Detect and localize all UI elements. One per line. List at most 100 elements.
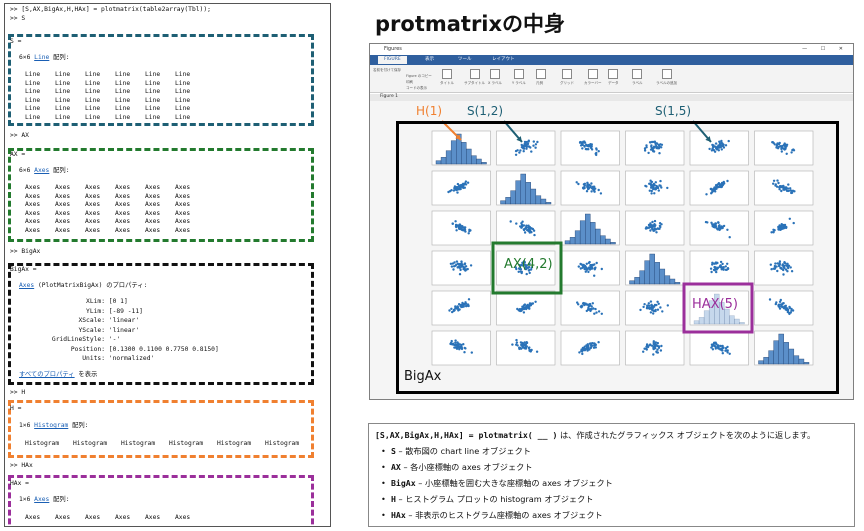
bigax-label: BigAx	[404, 369, 442, 384]
array-element: Axes	[115, 209, 131, 217]
property-value: '-'	[105, 336, 121, 343]
return-values-description: [S,AX,BigAx,H,HAx] = plotmatrix( __ ) は、…	[368, 423, 855, 527]
ribbon-button[interactable]: X ラベル	[488, 69, 502, 86]
array-element: Line	[85, 96, 101, 104]
ribbon-button[interactable]: 凡例	[536, 69, 546, 86]
ribbon-tab[interactable]: FIGURE	[378, 56, 407, 64]
property-row: YScale: 'linear'	[5, 327, 305, 336]
s15-label: S(1,5)	[655, 104, 692, 118]
command-window[interactable]: >> [S,AX,BigAx,H,HAx] = plotmatrix(table…	[4, 3, 331, 527]
s12-label: S(1,2)	[467, 104, 504, 118]
array-element: Line	[55, 79, 71, 87]
array-element: Line	[85, 79, 101, 87]
histogram-link[interactable]: Histogram	[34, 422, 69, 429]
array-description: 6×6 Line 配列:	[19, 54, 70, 61]
array-description: 1×6 Histogram 配列:	[19, 422, 89, 429]
array-element: Axes	[145, 201, 161, 209]
h-highlight-box	[8, 400, 314, 458]
ribbon-button[interactable]: Figure のコピー	[406, 74, 432, 78]
array-element: Axes	[145, 226, 161, 234]
ribbon-button[interactable]: ラベル	[632, 69, 643, 86]
array-element: Line	[115, 96, 131, 104]
return-value-item: H – ヒストグラム プロットの histogram オブジェクト	[375, 491, 848, 507]
array-element: Axes	[55, 192, 71, 200]
array-element: Line	[85, 88, 101, 96]
array-element: Line	[55, 113, 71, 121]
ribbon-button[interactable]: Y ラベル	[512, 69, 526, 86]
array-element: Line	[25, 71, 41, 78]
variable-name: S =	[10, 38, 22, 45]
property-key: Position:	[70, 345, 105, 353]
array-element: Axes	[175, 514, 191, 521]
array-element: Axes	[85, 514, 101, 521]
array-element: Axes	[55, 201, 71, 209]
ribbon-button[interactable]: コードの表示	[406, 86, 427, 90]
array-element: Line	[55, 71, 71, 78]
array-element: Axes	[25, 226, 41, 234]
array-element: Axes	[115, 201, 131, 209]
array-element: Line	[25, 88, 41, 96]
array-element: Line	[115, 113, 131, 121]
ribbon-button[interactable]: グリッド	[560, 69, 574, 86]
hax-highlight-box	[8, 475, 314, 526]
ribbon-button[interactable]: データ	[608, 69, 619, 86]
array-element: Axes	[175, 209, 191, 217]
array-element: Line	[175, 113, 191, 121]
page-title: protmatrixの中身	[375, 12, 566, 36]
variable-name: HAx =	[10, 480, 29, 487]
command-line: >> [S,AX,BigAx,H,HAx] = plotmatrix(table…	[10, 6, 211, 13]
array-element: Axes	[25, 201, 41, 209]
array-element: Axes	[145, 184, 161, 191]
ribbon-tab[interactable]: レイアウト	[492, 57, 515, 62]
array-element: Axes	[85, 192, 101, 200]
property-value: 'linear'	[105, 326, 140, 334]
property-row: XLim: [0 1]	[5, 298, 305, 307]
bigax-highlight-box	[8, 263, 314, 385]
variable-name: H =	[10, 405, 22, 412]
array-element: Line	[85, 113, 101, 121]
axes-link[interactable]: Axes	[34, 496, 50, 503]
ribbon-button[interactable]: サブタイトル	[464, 69, 485, 86]
array-element: Line	[175, 79, 191, 87]
ribbon-button[interactable]: 印刷	[406, 80, 413, 84]
axes-link[interactable]: Axes	[34, 167, 50, 174]
command-line: >> H	[10, 389, 26, 396]
array-element: Axes	[175, 218, 191, 226]
array-element: Axes	[55, 226, 71, 234]
property-key: YLim:	[86, 307, 105, 315]
property-row: XScale: 'linear'	[5, 317, 305, 326]
ribbon-button[interactable]: タイトル	[440, 69, 454, 86]
s-highlight-box	[8, 34, 314, 126]
object-description: Axes (PlotMatrixBigAx) のプロパティ:	[19, 282, 148, 289]
axes-link[interactable]: Axes	[19, 282, 35, 289]
all-properties-link[interactable]: すべてのプロパティ	[19, 371, 75, 378]
ax42-label: AX(4,2)	[504, 257, 553, 272]
property-key: XLim:	[86, 298, 105, 305]
variable-name: AX =	[10, 151, 26, 158]
command-line: >> BigAx	[10, 248, 41, 255]
array-element: Axes	[115, 226, 131, 234]
property-row: Position: [0.1300 0.1100 0.7750 0.8150]	[5, 346, 305, 355]
array-element: Axes	[175, 201, 191, 209]
figure-tab[interactable]: Figure 1	[370, 94, 853, 101]
ribbon-button[interactable]: カラーバー	[584, 69, 601, 86]
array-element: Histogram	[169, 440, 204, 447]
window-controls[interactable]: — ☐ ✕	[802, 46, 849, 52]
array-element: Axes	[115, 184, 131, 191]
property-row: YLim: [-89 -11]	[5, 308, 305, 317]
array-element: Line	[145, 79, 161, 87]
array-element: Line	[115, 79, 131, 87]
ribbon-tab[interactable]: 表示	[425, 57, 434, 62]
array-element: Line	[145, 71, 161, 78]
return-value-item: BigAx – 小座標軸を囲む大きな座標軸の axes オブジェクト	[375, 475, 848, 491]
array-element: Histogram	[73, 440, 108, 447]
array-element: Axes	[115, 514, 131, 521]
line-link[interactable]: Line	[34, 54, 50, 61]
array-element: Axes	[25, 514, 41, 521]
ribbon-button[interactable]: ラベルの追加	[656, 69, 677, 86]
property-key: GridLineStyle:	[51, 336, 105, 343]
array-element: Line	[25, 113, 41, 121]
ribbon-button[interactable]: 名前を付けて保存	[373, 68, 401, 72]
ribbon-tab[interactable]: ツール	[458, 57, 472, 62]
array-element: Axes	[55, 184, 71, 191]
